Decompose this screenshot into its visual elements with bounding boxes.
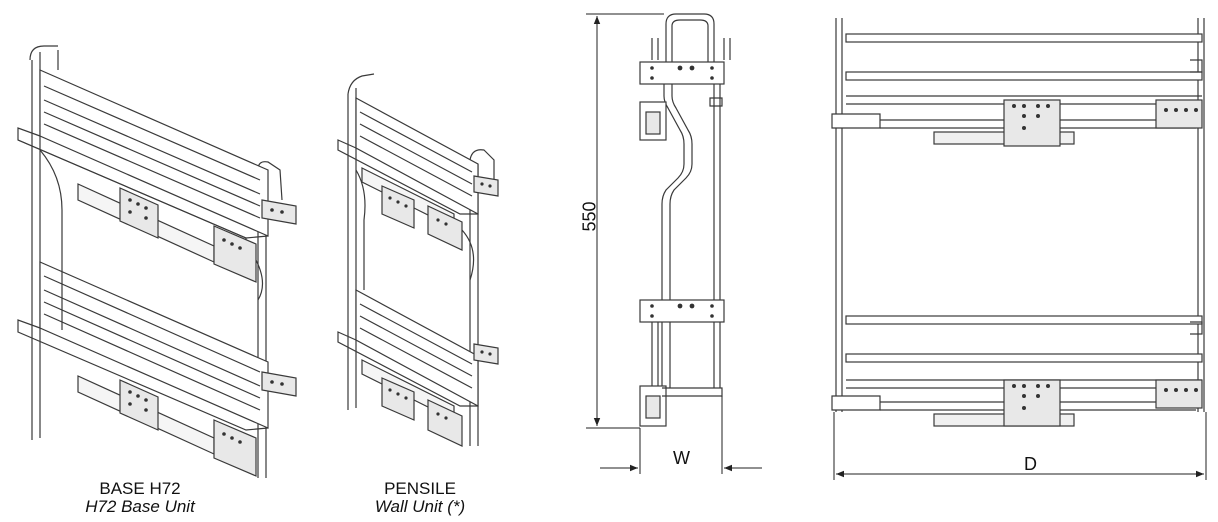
width-dimension bbox=[600, 396, 762, 474]
wall-unit-caption: PENSILE Wall Unit (*) bbox=[330, 480, 510, 516]
wall-unit-subtitle: Wall Unit (*) bbox=[374, 497, 466, 516]
wall-unit-iso-drawing bbox=[337, 73, 499, 447]
width-dimension-label: W bbox=[673, 448, 690, 468]
height-dimension bbox=[586, 13, 664, 429]
base-unit-title: BASE H72 bbox=[99, 479, 181, 498]
depth-dimension-label: D bbox=[1024, 454, 1037, 474]
height-dimension-label: 550 bbox=[579, 201, 600, 232]
front-view-drawing bbox=[831, 18, 1205, 427]
side-view-drawing bbox=[639, 13, 731, 427]
depth-dimension bbox=[833, 412, 1207, 480]
base-unit-subtitle: H72 Base Unit bbox=[85, 497, 195, 516]
wall-unit-title: PENSILE bbox=[384, 479, 456, 498]
base-unit-caption: BASE H72 H72 Base Unit bbox=[40, 480, 240, 516]
base-unit-iso-drawing bbox=[17, 45, 297, 478]
